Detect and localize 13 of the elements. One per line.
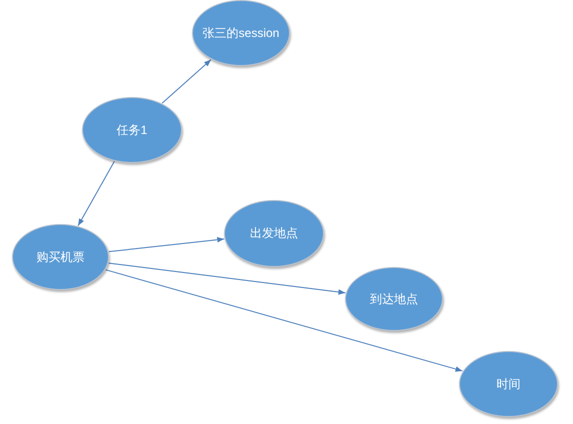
arrow bbox=[162, 59, 212, 104]
arrow bbox=[78, 160, 115, 226]
node-label: 时间 bbox=[496, 376, 520, 392]
arrow bbox=[108, 236, 225, 252]
ellipse-node bbox=[459, 351, 558, 417]
ellipse-node bbox=[192, 0, 290, 66]
node-label: 出发地点 bbox=[250, 226, 298, 241]
node-label: 购买机票 bbox=[36, 250, 84, 264]
node-label: 到达地点 bbox=[370, 292, 418, 306]
node-label: 张三的session bbox=[202, 26, 280, 40]
arrow bbox=[108, 262, 346, 295]
node-label: 任务1 bbox=[116, 122, 148, 138]
arrow bbox=[105, 269, 463, 372]
